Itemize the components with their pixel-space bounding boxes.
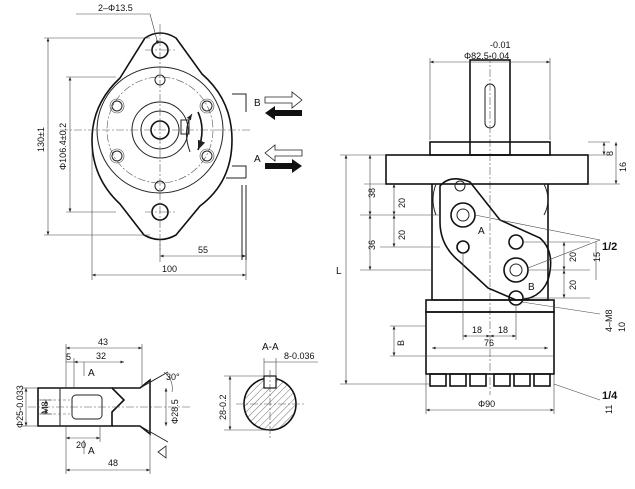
dim-32: 32 xyxy=(96,351,106,361)
dim-8: 8 xyxy=(605,151,615,156)
dim-20d: 20 xyxy=(568,280,578,290)
side-port-a: A xyxy=(478,226,485,237)
flow-out-arrow-b xyxy=(264,91,303,109)
dim-20a: 20 xyxy=(397,198,407,208)
dim-L: L xyxy=(336,266,342,277)
section-a-top: A xyxy=(88,368,95,379)
dim-11: 11 xyxy=(604,405,614,414)
dim-bolt-circle: Φ106.4±0.2 xyxy=(58,123,68,170)
side-port-b: B xyxy=(528,282,535,293)
dim-38: 38 xyxy=(367,188,377,198)
dim-18b: 18 xyxy=(498,325,508,335)
dim-20c: 20 xyxy=(568,252,578,262)
tol-upper: -0.01 xyxy=(490,40,511,50)
dim-76: 76 xyxy=(484,338,494,348)
dim-28-5: Φ28.5 xyxy=(170,399,180,424)
port-b-hole xyxy=(503,257,529,283)
dim-b: B xyxy=(396,340,406,346)
section-title: A-A xyxy=(262,342,279,353)
flow-in-arrow-a xyxy=(265,159,302,173)
dim-m8: M8 xyxy=(40,401,50,414)
port-a-hole xyxy=(450,202,476,228)
top-view: 2–Φ13.5 130±1 Φ106.4±0.2 55 100 B A xyxy=(36,3,303,280)
dim-shaft-dia: Φ25-0.033 xyxy=(15,385,25,428)
drain-hole-1 xyxy=(456,240,470,254)
dim-20b: 20 xyxy=(397,230,407,240)
section-view: A-A 8-0.036 28-0.2 xyxy=(218,342,318,440)
dim-43: 43 xyxy=(98,337,108,347)
dim-90: Φ90 xyxy=(478,399,495,409)
holes-callout: 2–Φ13.5 xyxy=(98,3,133,13)
dim-18a: 18 xyxy=(472,325,482,335)
flow-in-arrow-b xyxy=(265,106,302,120)
dim-16: 16 xyxy=(618,162,628,172)
flange-outline xyxy=(91,32,233,241)
dim-15: 15 xyxy=(592,252,602,262)
port-block xyxy=(439,178,552,301)
dim-55: 55 xyxy=(198,245,208,255)
side-view: A B -0.01 Φ82.5-0.04 8 16 xyxy=(336,40,628,414)
dim-height: 130±1 xyxy=(36,127,46,152)
pilot-dia: Φ82.5-0.04 xyxy=(464,51,509,61)
rotation-arrow-ccw xyxy=(186,113,193,153)
shaft-view: A A 43 5 32 Φ25-0.033 M8 30° Φ28.5 20 xyxy=(15,337,190,474)
thread-quarter: 1/4 xyxy=(602,390,618,402)
dim-48: 48 xyxy=(108,458,118,468)
port-hole-upper xyxy=(508,234,524,250)
thread-m8: 4–M8 xyxy=(604,309,614,332)
dim-5: 5 xyxy=(66,352,71,362)
key-slot xyxy=(180,119,190,135)
section-a-bottom: A xyxy=(88,446,95,457)
bolt-heads xyxy=(109,74,215,192)
mounting-flange xyxy=(385,154,589,185)
port-b-label: B xyxy=(254,98,261,109)
dim-10: 10 xyxy=(617,322,627,332)
dim-20-shaft: 20 xyxy=(76,440,86,450)
thread-half: 1/2 xyxy=(602,241,617,253)
key-depth: 28-0.2 xyxy=(218,394,228,420)
bottom-bolt-heads xyxy=(429,373,551,387)
rotation-arrow-cw xyxy=(197,111,206,151)
dim-30deg: 30° xyxy=(166,372,180,382)
key-width: 8-0.036 xyxy=(284,351,315,361)
port-a-label: A xyxy=(254,154,261,165)
flow-out-arrow-a xyxy=(264,144,303,162)
dim-36: 36 xyxy=(367,240,377,250)
lower-housing xyxy=(425,311,555,375)
dim-100: 100 xyxy=(162,264,177,274)
